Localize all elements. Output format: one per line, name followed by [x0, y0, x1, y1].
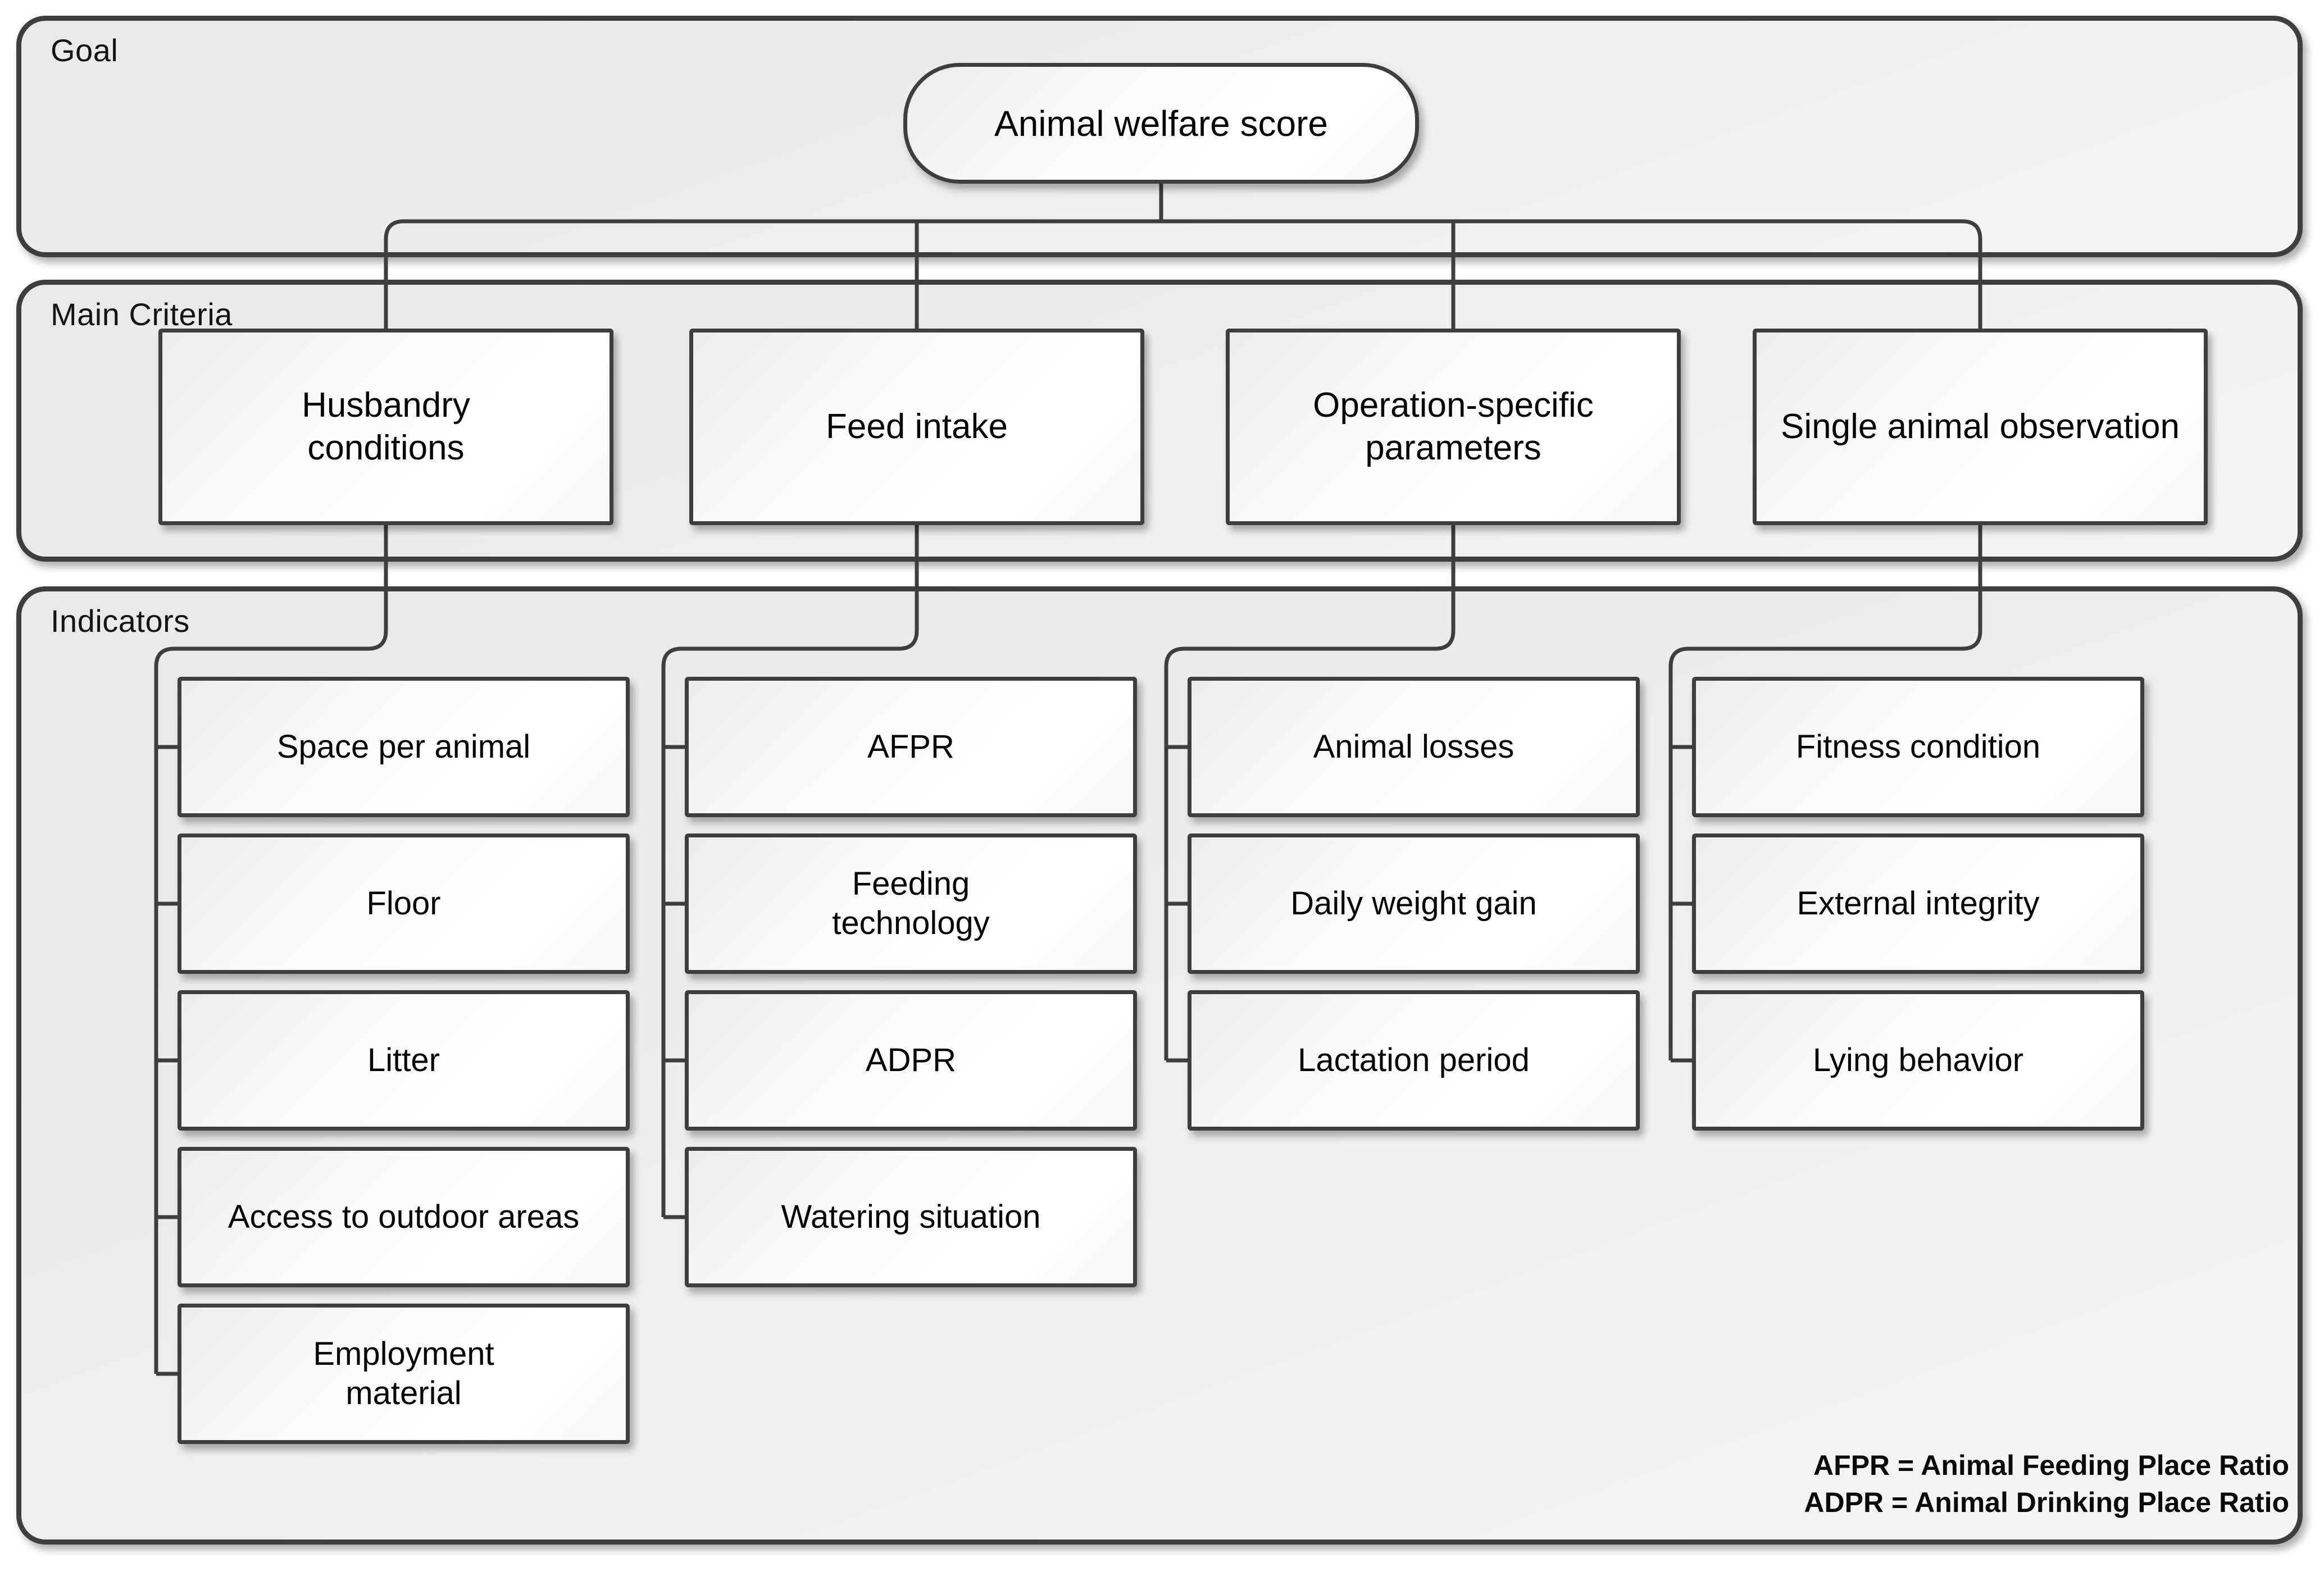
main-criteria-label: Operation-specific parameters: [1313, 386, 1594, 467]
indicator-space-per-animal: Space per animal: [178, 677, 630, 817]
indicator-label: Space per animal: [276, 728, 531, 766]
connector-col2-spine: [661, 525, 919, 1217]
indicator-watering-situation: Watering situation: [685, 1147, 1137, 1287]
indicator-daily-weight-gain: Daily weight gain: [1188, 833, 1640, 974]
main-criteria-feed-intake: Feed intake: [689, 329, 1144, 525]
indicator-employment-material: Employment material: [178, 1304, 630, 1444]
indicator-litter: Litter: [178, 990, 630, 1131]
indicator-external-integrity: External integrity: [1692, 833, 2144, 974]
indicator-label: ADPR: [865, 1042, 957, 1079]
indicator-adpr: ADPR: [685, 990, 1137, 1131]
legend-line-afpr: AFPR = Animal Feeding Place Ratio: [1813, 1450, 2289, 1481]
root-node-label: Animal welfare score: [994, 103, 1328, 144]
indicator-label: Floor: [366, 885, 441, 922]
indicator-label: Access to outdoor areas: [228, 1199, 580, 1236]
indicator-label: Animal losses: [1313, 728, 1515, 766]
indicator-animal-losses: Animal losses: [1188, 677, 1640, 817]
indicator-label: Daily weight gain: [1290, 885, 1537, 922]
indicator-label: Employment material: [313, 1336, 494, 1411]
abbreviation-legend: AFPR = Animal Feeding Place Ratio ADPR =…: [1804, 1447, 2289, 1521]
indicator-label: Feeding technology: [832, 866, 990, 941]
indicator-label: Lactation period: [1298, 1042, 1530, 1079]
indicator-access-to-outdoor-areas: Access to outdoor areas: [178, 1147, 630, 1287]
indicator-label: Litter: [367, 1042, 440, 1079]
goal-section-label: Goal: [51, 33, 119, 68]
indicator-afpr: AFPR: [685, 677, 1137, 817]
indicator-label: External integrity: [1797, 885, 2040, 922]
connector-col1-spine: [154, 525, 388, 1374]
indicator-label: Lying behavior: [1812, 1042, 2024, 1079]
indicator-fitness-condition: Fitness condition: [1692, 677, 2144, 817]
indicators-section-label: Indicators: [51, 603, 190, 639]
connector-top-bus: [384, 219, 1982, 329]
main-criteria-single-animal-observation: Single animal observation: [1753, 329, 2208, 525]
main-criteria-label: Feed intake: [826, 407, 1008, 447]
indicator-label: Watering situation: [781, 1199, 1041, 1236]
connector-col3-spine: [1164, 525, 1456, 1060]
legend-line-adpr: ADPR = Animal Drinking Place Ratio: [1804, 1487, 2289, 1518]
connector-col4-spine: [1668, 525, 1982, 1060]
main-criteria-operation-specific-parameters: Operation-specific parameters: [1226, 329, 1681, 525]
indicator-label: Fitness condition: [1795, 728, 2041, 766]
main-criteria-section-label: Main Criteria: [51, 297, 233, 332]
main-criteria-husbandry-conditions: Husbandry conditions: [158, 329, 613, 525]
indicator-lying-behavior: Lying behavior: [1692, 990, 2144, 1131]
indicator-floor: Floor: [178, 833, 630, 974]
main-criteria-label: Husbandry conditions: [302, 386, 470, 467]
main-criteria-label: Single animal observation: [1781, 407, 2180, 447]
indicator-feeding-technology: Feeding technology: [685, 833, 1137, 974]
indicator-label: AFPR: [867, 728, 954, 766]
root-node-animal-welfare-score: Animal welfare score: [903, 63, 1419, 184]
indicator-lactation-period: Lactation period: [1188, 990, 1640, 1131]
